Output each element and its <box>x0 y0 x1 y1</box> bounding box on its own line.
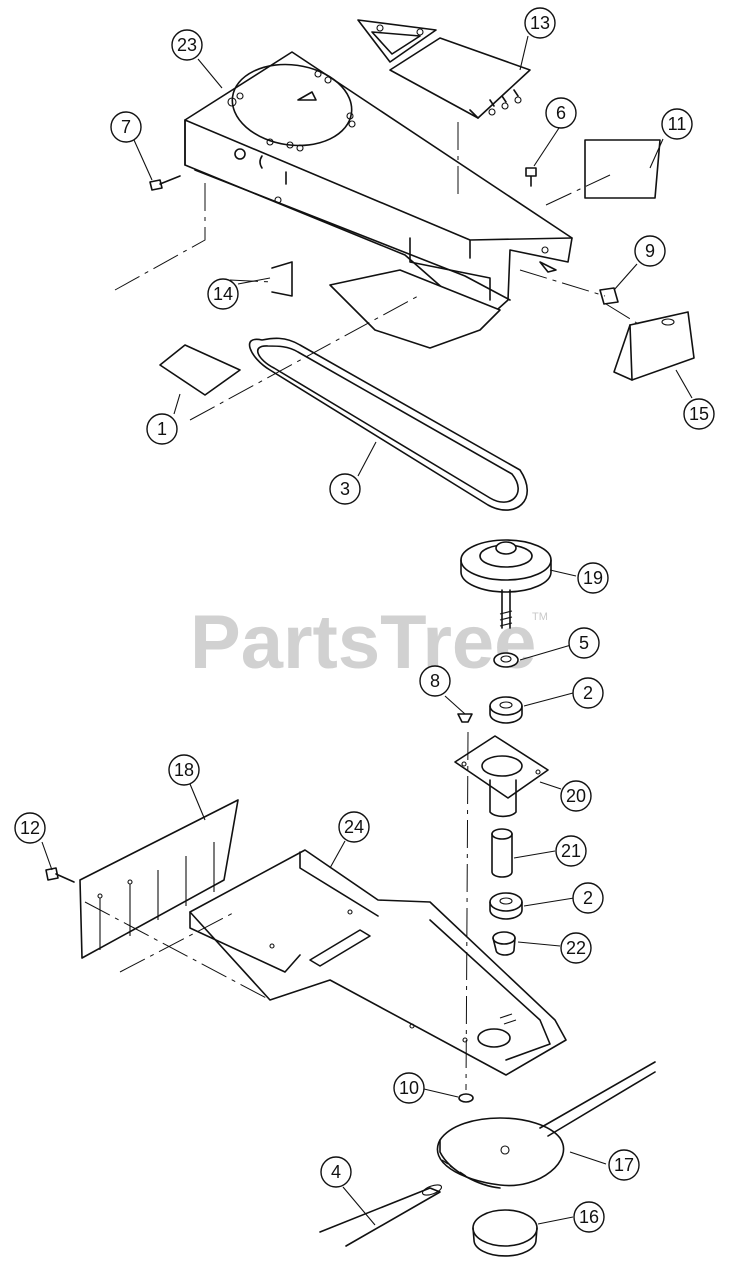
callout-4[interactable]: 4 <box>320 1156 352 1188</box>
part-plate-13 <box>357 19 531 119</box>
part-bearing-2-lower <box>489 892 523 920</box>
part-belt-3 <box>248 337 528 511</box>
part-deflector <box>329 269 501 349</box>
callout-16-label: 16 <box>579 1207 599 1227</box>
callout-3[interactable]: 3 <box>329 473 361 505</box>
callout-15-label: 15 <box>689 404 709 424</box>
callout-bubbles: 23 13 7 6 11 9 14 15 1 3 19 5 8 2 20 18 … <box>14 7 715 1233</box>
callout-4-label: 4 <box>331 1162 341 1182</box>
callout-23-label: 23 <box>177 35 197 55</box>
part-spacer-21 <box>491 828 513 878</box>
part-frame-24 <box>189 849 567 1076</box>
part-housing-20 <box>454 735 549 818</box>
part-bolt-8 <box>457 713 473 723</box>
callout-9-label: 9 <box>645 241 655 261</box>
callout-20-label: 20 <box>566 786 586 806</box>
part-decal-1 <box>159 344 241 396</box>
watermark-text: PartsTree <box>190 600 536 685</box>
callout-18-label: 18 <box>174 760 194 780</box>
part-shield-18 <box>79 799 239 959</box>
part-label-14 <box>271 261 293 297</box>
callout-22-label: 22 <box>566 938 586 958</box>
part-bearing-2-upper <box>489 696 523 724</box>
callout-8-label: 8 <box>430 671 440 691</box>
callout-5-label: 5 <box>579 633 589 653</box>
callout-11-label: 11 <box>668 114 687 134</box>
callout-8[interactable]: 8 <box>419 665 451 697</box>
callout-9[interactable]: 9 <box>634 235 666 267</box>
callout-19-label: 19 <box>583 568 603 588</box>
callout-1-label: 1 <box>157 419 167 439</box>
watermark: PartsTree TM <box>190 600 548 685</box>
part-pulley-19 <box>460 539 552 629</box>
callout-21[interactable]: 21 <box>555 835 587 867</box>
callout-22[interactable]: 22 <box>560 932 592 964</box>
callout-21-label: 21 <box>561 841 581 861</box>
callout-12-label: 12 <box>20 818 40 838</box>
part-bracket-15 <box>613 311 695 381</box>
part-wire-4 <box>319 1184 443 1247</box>
callout-17[interactable]: 17 <box>608 1149 640 1181</box>
callout-7-label: 7 <box>121 117 131 137</box>
callout-11[interactable]: 11 <box>661 108 693 140</box>
part-washer-5 <box>493 652 519 668</box>
callout-3-label: 3 <box>340 479 350 499</box>
callout-12[interactable]: 12 <box>14 812 46 844</box>
part-bolt-6 <box>525 167 537 187</box>
callout-16[interactable]: 16 <box>573 1201 605 1233</box>
callout-2-upper-label: 2 <box>583 683 593 703</box>
part-bushing-22 <box>492 931 516 956</box>
callout-17-label: 17 <box>614 1155 634 1175</box>
callout-leader-lines <box>41 35 693 1226</box>
callout-2-lower-label: 2 <box>583 888 593 908</box>
callout-7[interactable]: 7 <box>110 111 142 143</box>
part-clip-9 <box>599 287 619 305</box>
part-nut-10 <box>458 1093 474 1103</box>
assembly-guide-lines <box>84 122 641 1091</box>
callout-14[interactable]: 14 <box>207 278 239 310</box>
callout-18[interactable]: 18 <box>168 754 200 786</box>
callout-10-label: 10 <box>399 1078 419 1098</box>
callout-5[interactable]: 5 <box>568 627 600 659</box>
callout-2-lower[interactable]: 2 <box>572 882 604 914</box>
callout-1[interactable]: 1 <box>146 413 178 445</box>
callout-2-upper[interactable]: 2 <box>572 677 604 709</box>
part-upper-housing <box>184 51 573 319</box>
callout-13[interactable]: 13 <box>524 7 556 39</box>
callout-23[interactable]: 23 <box>171 29 203 61</box>
callout-13-label: 13 <box>530 13 550 33</box>
part-bolt-7 <box>149 175 181 191</box>
callout-14-label: 14 <box>213 284 233 304</box>
callout-20[interactable]: 20 <box>560 780 592 812</box>
callout-10[interactable]: 10 <box>393 1072 425 1104</box>
callout-24-label: 24 <box>344 817 364 837</box>
part-cap-16 <box>472 1209 538 1257</box>
callout-15[interactable]: 15 <box>683 398 715 430</box>
part-bolt-12 <box>45 867 75 883</box>
watermark-trademark: TM <box>532 611 548 623</box>
callout-6-label: 6 <box>556 103 566 123</box>
callout-19[interactable]: 19 <box>577 562 609 594</box>
callout-24[interactable]: 24 <box>338 811 370 843</box>
part-blade-17 <box>436 1061 656 1189</box>
part-label-11 <box>584 139 661 199</box>
callout-6[interactable]: 6 <box>545 97 577 129</box>
